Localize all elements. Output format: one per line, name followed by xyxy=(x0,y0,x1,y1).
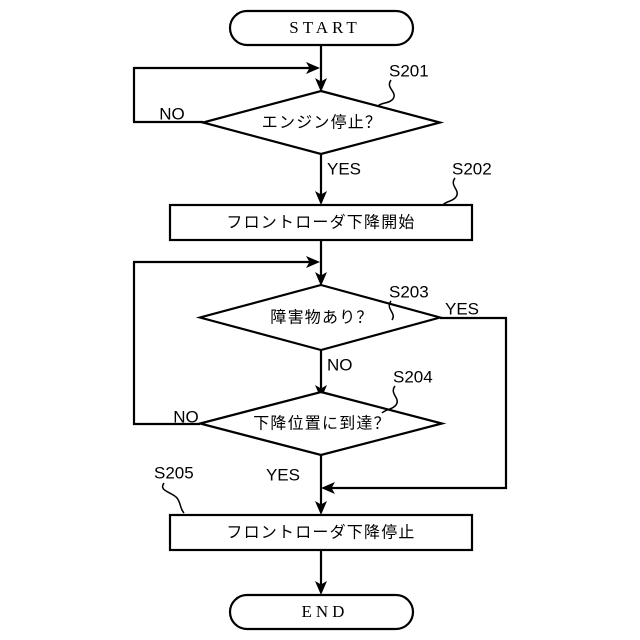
node-s205-label: フロントローダ下降停止 xyxy=(226,523,415,542)
leader-s203 xyxy=(388,300,394,321)
arrowhead-start-to-s201 xyxy=(315,78,327,92)
node-s202-label: フロントローダ下降開始 xyxy=(226,213,415,232)
node-s201-decision[interactable] xyxy=(198,89,445,156)
node-s203-decision[interactable] xyxy=(195,283,445,352)
arrowhead-s204-no-loop xyxy=(306,256,320,268)
node-end-label: END xyxy=(302,602,349,621)
node-s204-decision[interactable] xyxy=(195,390,447,457)
connector-s204-no-loop xyxy=(132,260,313,426)
step-label-s204: S204 xyxy=(393,367,433,386)
node-start[interactable] xyxy=(228,9,415,47)
arrowhead-s201-to-s202 xyxy=(315,191,327,205)
branch-label-s201-no: NO xyxy=(159,104,185,123)
leader-s201 xyxy=(377,79,395,107)
step-label-s202: S202 xyxy=(452,159,492,178)
arrowhead-s204-to-s205 xyxy=(315,501,327,515)
leader-s205 xyxy=(161,482,185,514)
connector-s203-yes-bypass xyxy=(328,316,508,490)
node-s203-label: 障害物あり？ xyxy=(270,308,373,327)
node-s201-label: エンジン停止？ xyxy=(262,113,382,132)
branch-label-s203-no: NO xyxy=(327,355,353,374)
step-label-s201: S201 xyxy=(389,61,429,80)
node-s202-process[interactable] xyxy=(168,203,474,242)
branch-label-s203-yes: YES xyxy=(445,299,479,318)
node-s205-process[interactable] xyxy=(168,513,474,552)
connector-s201-no-loop xyxy=(132,66,313,124)
leader-s202 xyxy=(442,177,458,206)
arrowhead-s205-to-end xyxy=(315,581,327,595)
node-end[interactable] xyxy=(228,593,415,631)
branch-label-s201-yes: YES xyxy=(327,159,361,178)
step-label-s203: S203 xyxy=(389,282,429,301)
leader-s204 xyxy=(381,385,398,414)
node-s204-label: 下降位置に到達？ xyxy=(253,414,391,433)
step-label-s205: S205 xyxy=(154,463,194,482)
arrowhead-s202-to-s203 xyxy=(315,272,327,286)
branch-label-s204-no: NO xyxy=(173,407,199,426)
arrowhead-s203-yes-bypass xyxy=(321,482,335,494)
node-start-label: START xyxy=(289,18,360,37)
arrowhead-s201-no-loop xyxy=(306,62,320,74)
branch-label-s204-yes: YES xyxy=(266,465,300,484)
